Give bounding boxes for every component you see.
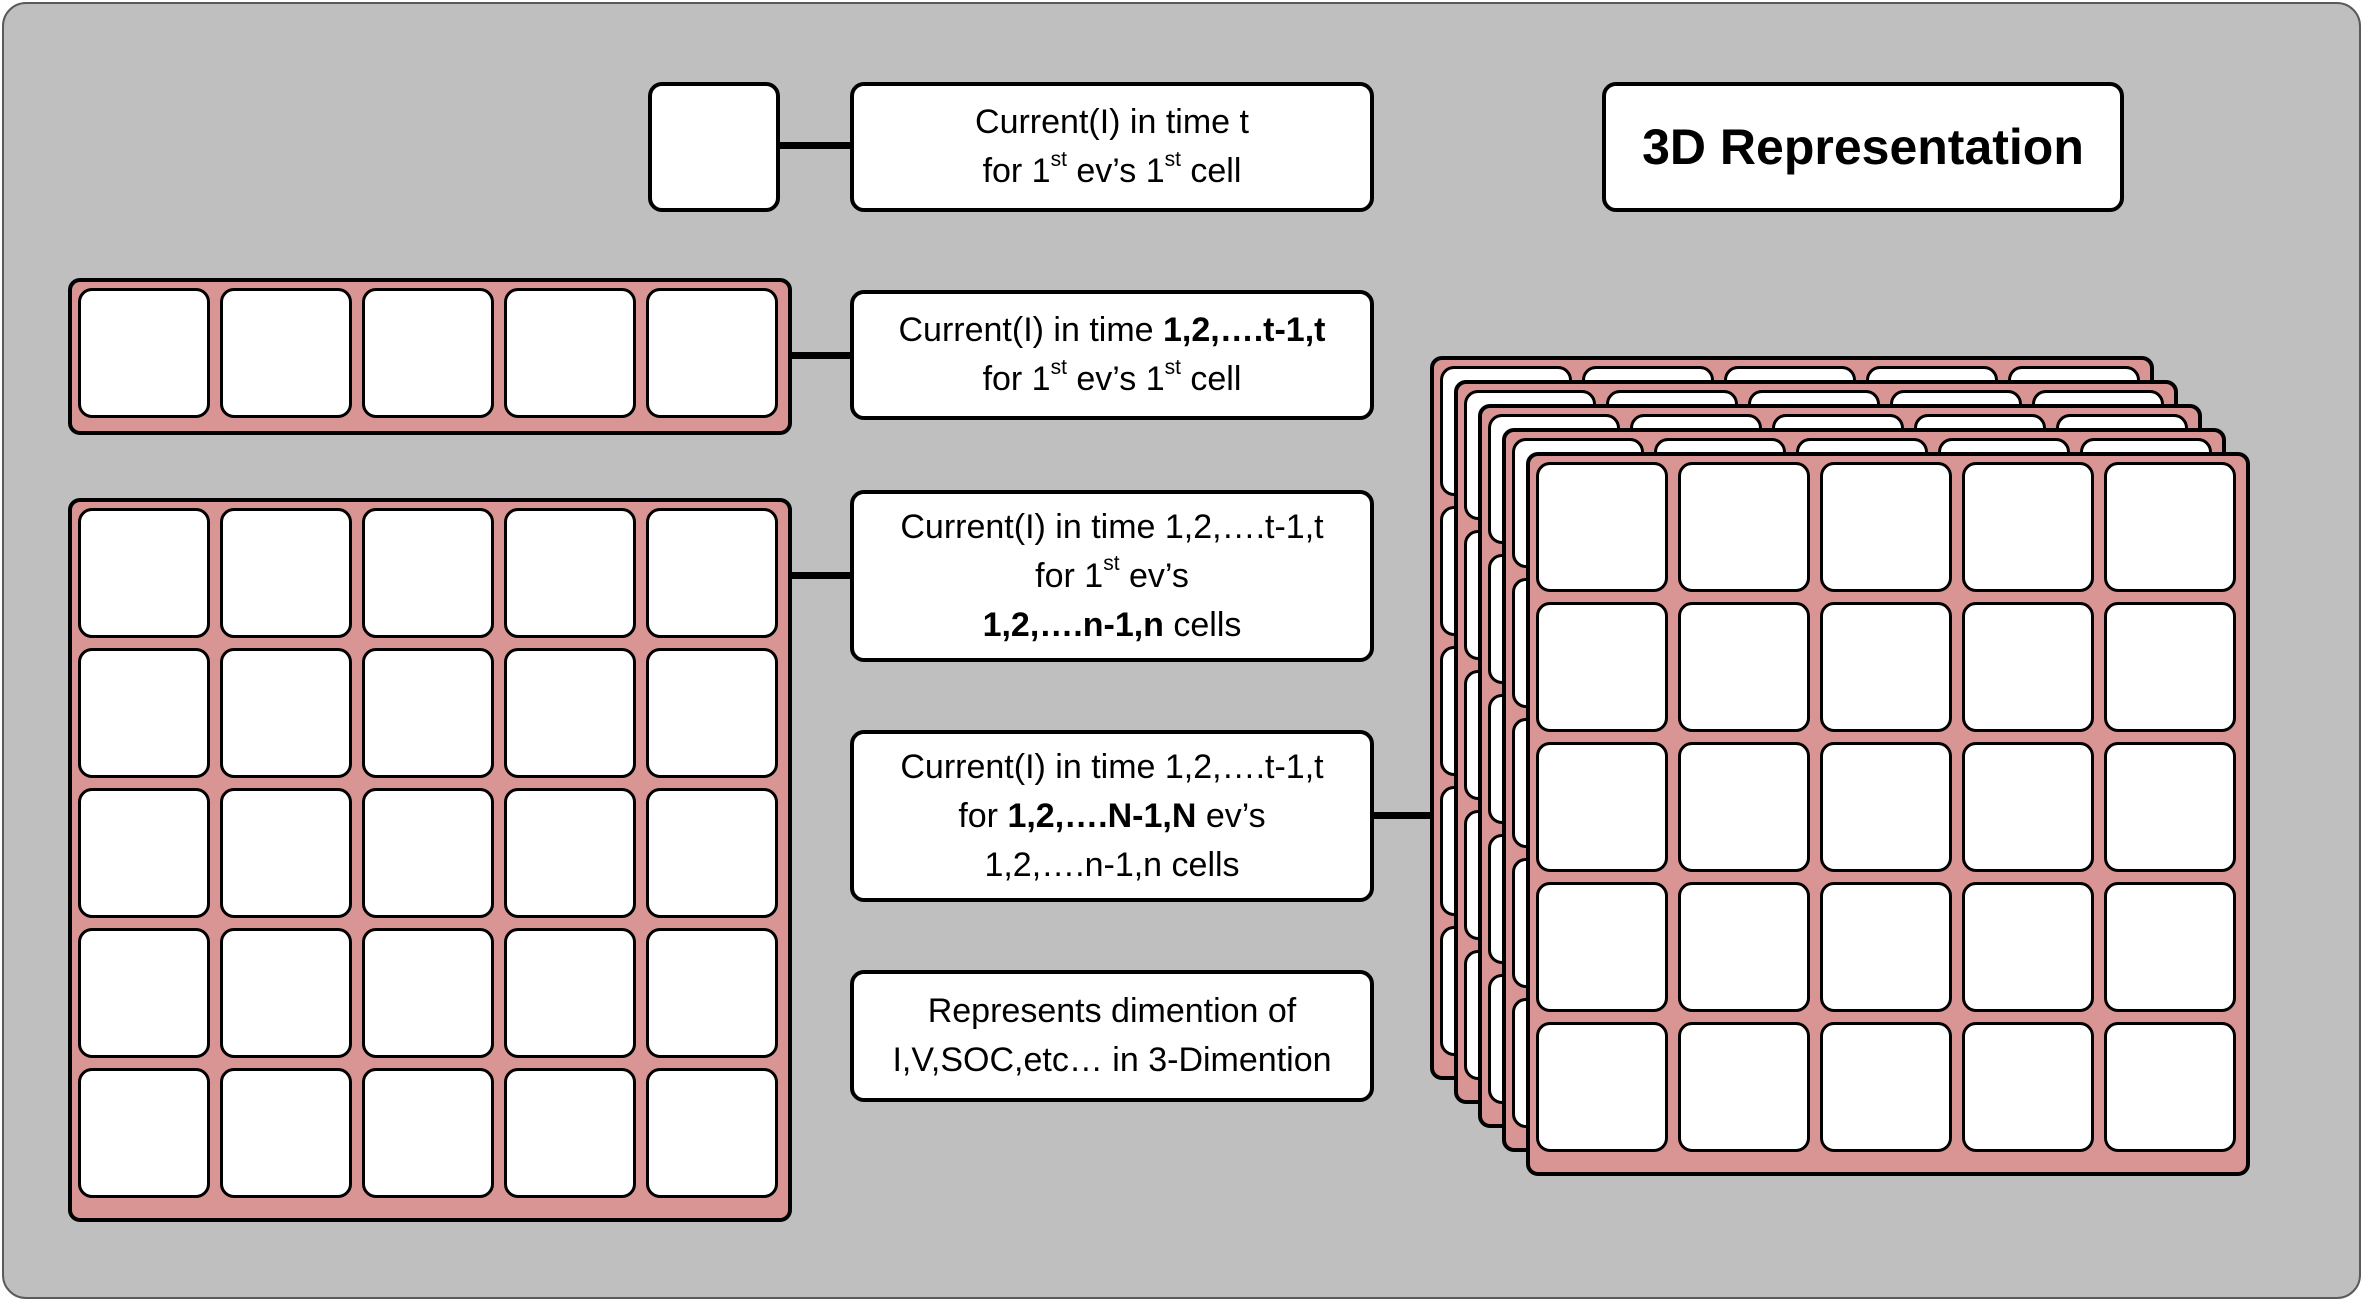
matrix-cell [646,788,778,918]
matrix-cell [220,508,352,638]
matrix-cell [220,928,352,1058]
matrix-cell [220,788,352,918]
label-cell-cube: Current(I) in time 1,2,….t-1,t for 1,2,…… [850,730,1374,902]
matrix-cell [504,788,636,918]
matrix-cell [78,508,210,638]
matrix-cell [362,648,494,778]
cube-layer-cell [1536,1022,1668,1152]
matrix-cell [504,1068,636,1198]
cube-layer-cell [1678,602,1810,732]
row-cell [646,288,778,418]
matrix-cell [362,1068,494,1198]
cube-layer-cell [1820,602,1952,732]
single-cell [648,82,780,212]
matrix-cell [362,928,494,1058]
connector-single [780,142,852,149]
cube-layer-cell [1536,462,1668,592]
cube-layer-cell [2104,602,2236,732]
matrix-cell [362,788,494,918]
matrix-cell [362,508,494,638]
cube-layer-cell [2104,1022,2236,1152]
row-cell [504,288,636,418]
cube-layer-cell [1962,882,2094,1012]
cell-row-panel [68,278,792,435]
cube-layer-cell [1820,462,1952,592]
cube-layer-cell [1678,882,1810,1012]
matrix-cell [646,508,778,638]
matrix-cell [504,928,636,1058]
matrix-cell [78,788,210,918]
connector-row [792,352,852,359]
cube-layer-cell [1536,882,1668,1012]
connector-cube [1374,812,1436,819]
label-cell-matrix: Current(I) in time 1,2,….t-1,t for 1st e… [850,490,1374,662]
cube-layer-cell [1962,462,2094,592]
matrix-cell [220,648,352,778]
cube-layer-cell [2104,882,2236,1012]
label-single-cell: Current(I) in time t for 1st ev’s 1st ce… [850,82,1374,212]
cube-layer-cell [1678,462,1810,592]
label-cell-row: Current(I) in time 1,2,….t-1,t for 1st e… [850,290,1374,420]
cube-layer-cell [2104,462,2236,592]
cube-layer-cell [1962,602,2094,732]
label-dimensions: Represents dimention of I,V,SOC,etc… in … [850,970,1374,1102]
cube-layer-cell [1820,742,1952,872]
matrix-cell [646,648,778,778]
matrix-cell [220,1068,352,1198]
cube-layer-cell [1820,882,1952,1012]
matrix-cell [646,1068,778,1198]
title-3d-representation: 3D Representation [1602,82,2124,212]
row-cell [362,288,494,418]
cube-layer-cell [1962,1022,2094,1152]
cube-layer-cell [1536,742,1668,872]
row-cell [220,288,352,418]
connector-matrix [792,572,852,579]
cube-layer-cell [1962,742,2094,872]
row-cell [78,288,210,418]
matrix-cell [504,648,636,778]
cube-layer-cell [1678,1022,1810,1152]
matrix-cell [78,1068,210,1198]
matrix-cell [504,508,636,638]
cube-layer-cell [1536,602,1668,732]
matrix-cell [78,648,210,778]
cube-layer-cell [1820,1022,1952,1152]
matrix-cell [646,928,778,1058]
cube-layer-cell [1678,742,1810,872]
matrix-cell [78,928,210,1058]
cell-matrix-panel [68,498,792,1222]
cube-layer [1526,452,2250,1176]
cube-layer-cell [2104,742,2236,872]
